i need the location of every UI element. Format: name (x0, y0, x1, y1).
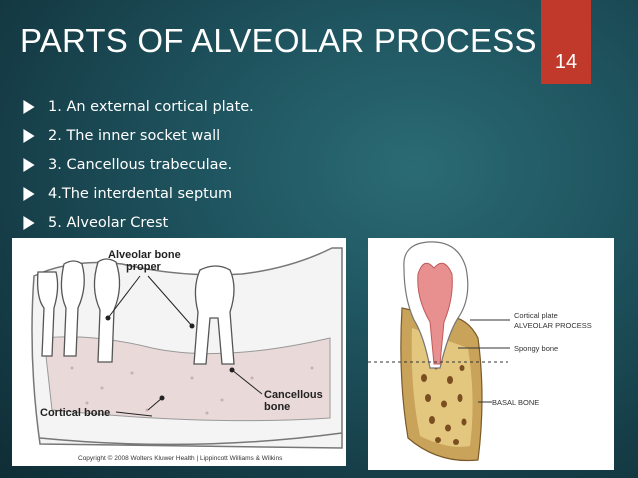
triangle-arrow-icon (23, 186, 35, 201)
bullet-text: 4.The interdental septum (48, 185, 233, 202)
slide-title: PARTS OF ALVEOLAR PROCESS (20, 22, 537, 59)
bullet-item: 3. Cancellous trabeculae. (22, 150, 254, 179)
triangle-arrow-icon (23, 128, 35, 143)
bullet-text: 3. Cancellous trabeculae. (48, 156, 233, 173)
tooth-section-illustration: Cortical plate ALVEOLAR PROCESS Spongy b… (368, 241, 592, 462)
label-cancellous-bone: bone (264, 401, 290, 413)
bullet-item: 5. Alveolar Crest (22, 208, 254, 237)
label-cortical-plate: Cortical plate (514, 311, 558, 320)
triangle-arrow-icon (23, 157, 35, 172)
label-spongy-bone: Spongy bone (514, 344, 558, 353)
label-alveolar-process: ALVEOLAR PROCESS (514, 321, 592, 330)
bullet-item: 4.The interdental septum (22, 179, 254, 208)
bullet-text: 1. An external cortical plate. (48, 98, 254, 115)
bullet-list: 1. An external cortical plate. 2. The in… (22, 92, 254, 237)
triangle-arrow-icon (23, 215, 35, 230)
tooth-section-figure: Cortical plate ALVEOLAR PROCESS Spongy b… (368, 238, 614, 470)
bullet-text: 5. Alveolar Crest (48, 214, 169, 231)
bullet-item: 1. An external cortical plate. (22, 92, 254, 121)
bullet-text: 2. The inner socket wall (48, 127, 221, 144)
page-number-badge: 14 (541, 0, 591, 84)
jaw-diagram-illustration: Alveolar bone proper Cancellous bone Cor… (31, 247, 343, 462)
page-number: 14 (554, 51, 578, 73)
label-basal-bone: BASAL BONE (492, 398, 539, 407)
jaw-diagram-figure: Alveolar bone proper Cancellous bone Cor… (12, 238, 346, 466)
bullet-item: 2. The inner socket wall (22, 121, 254, 150)
copyright-text: Copyright © 2008 Wolters Kluwer Health |… (78, 454, 283, 462)
label-alveolar-bone-proper: Alveolar bone (108, 249, 181, 261)
triangle-arrow-icon (23, 99, 35, 114)
label-cortical-bone: Cortical bone (40, 407, 110, 419)
label-proper: proper (126, 261, 162, 273)
label-cancellous: Cancellous (264, 389, 323, 401)
